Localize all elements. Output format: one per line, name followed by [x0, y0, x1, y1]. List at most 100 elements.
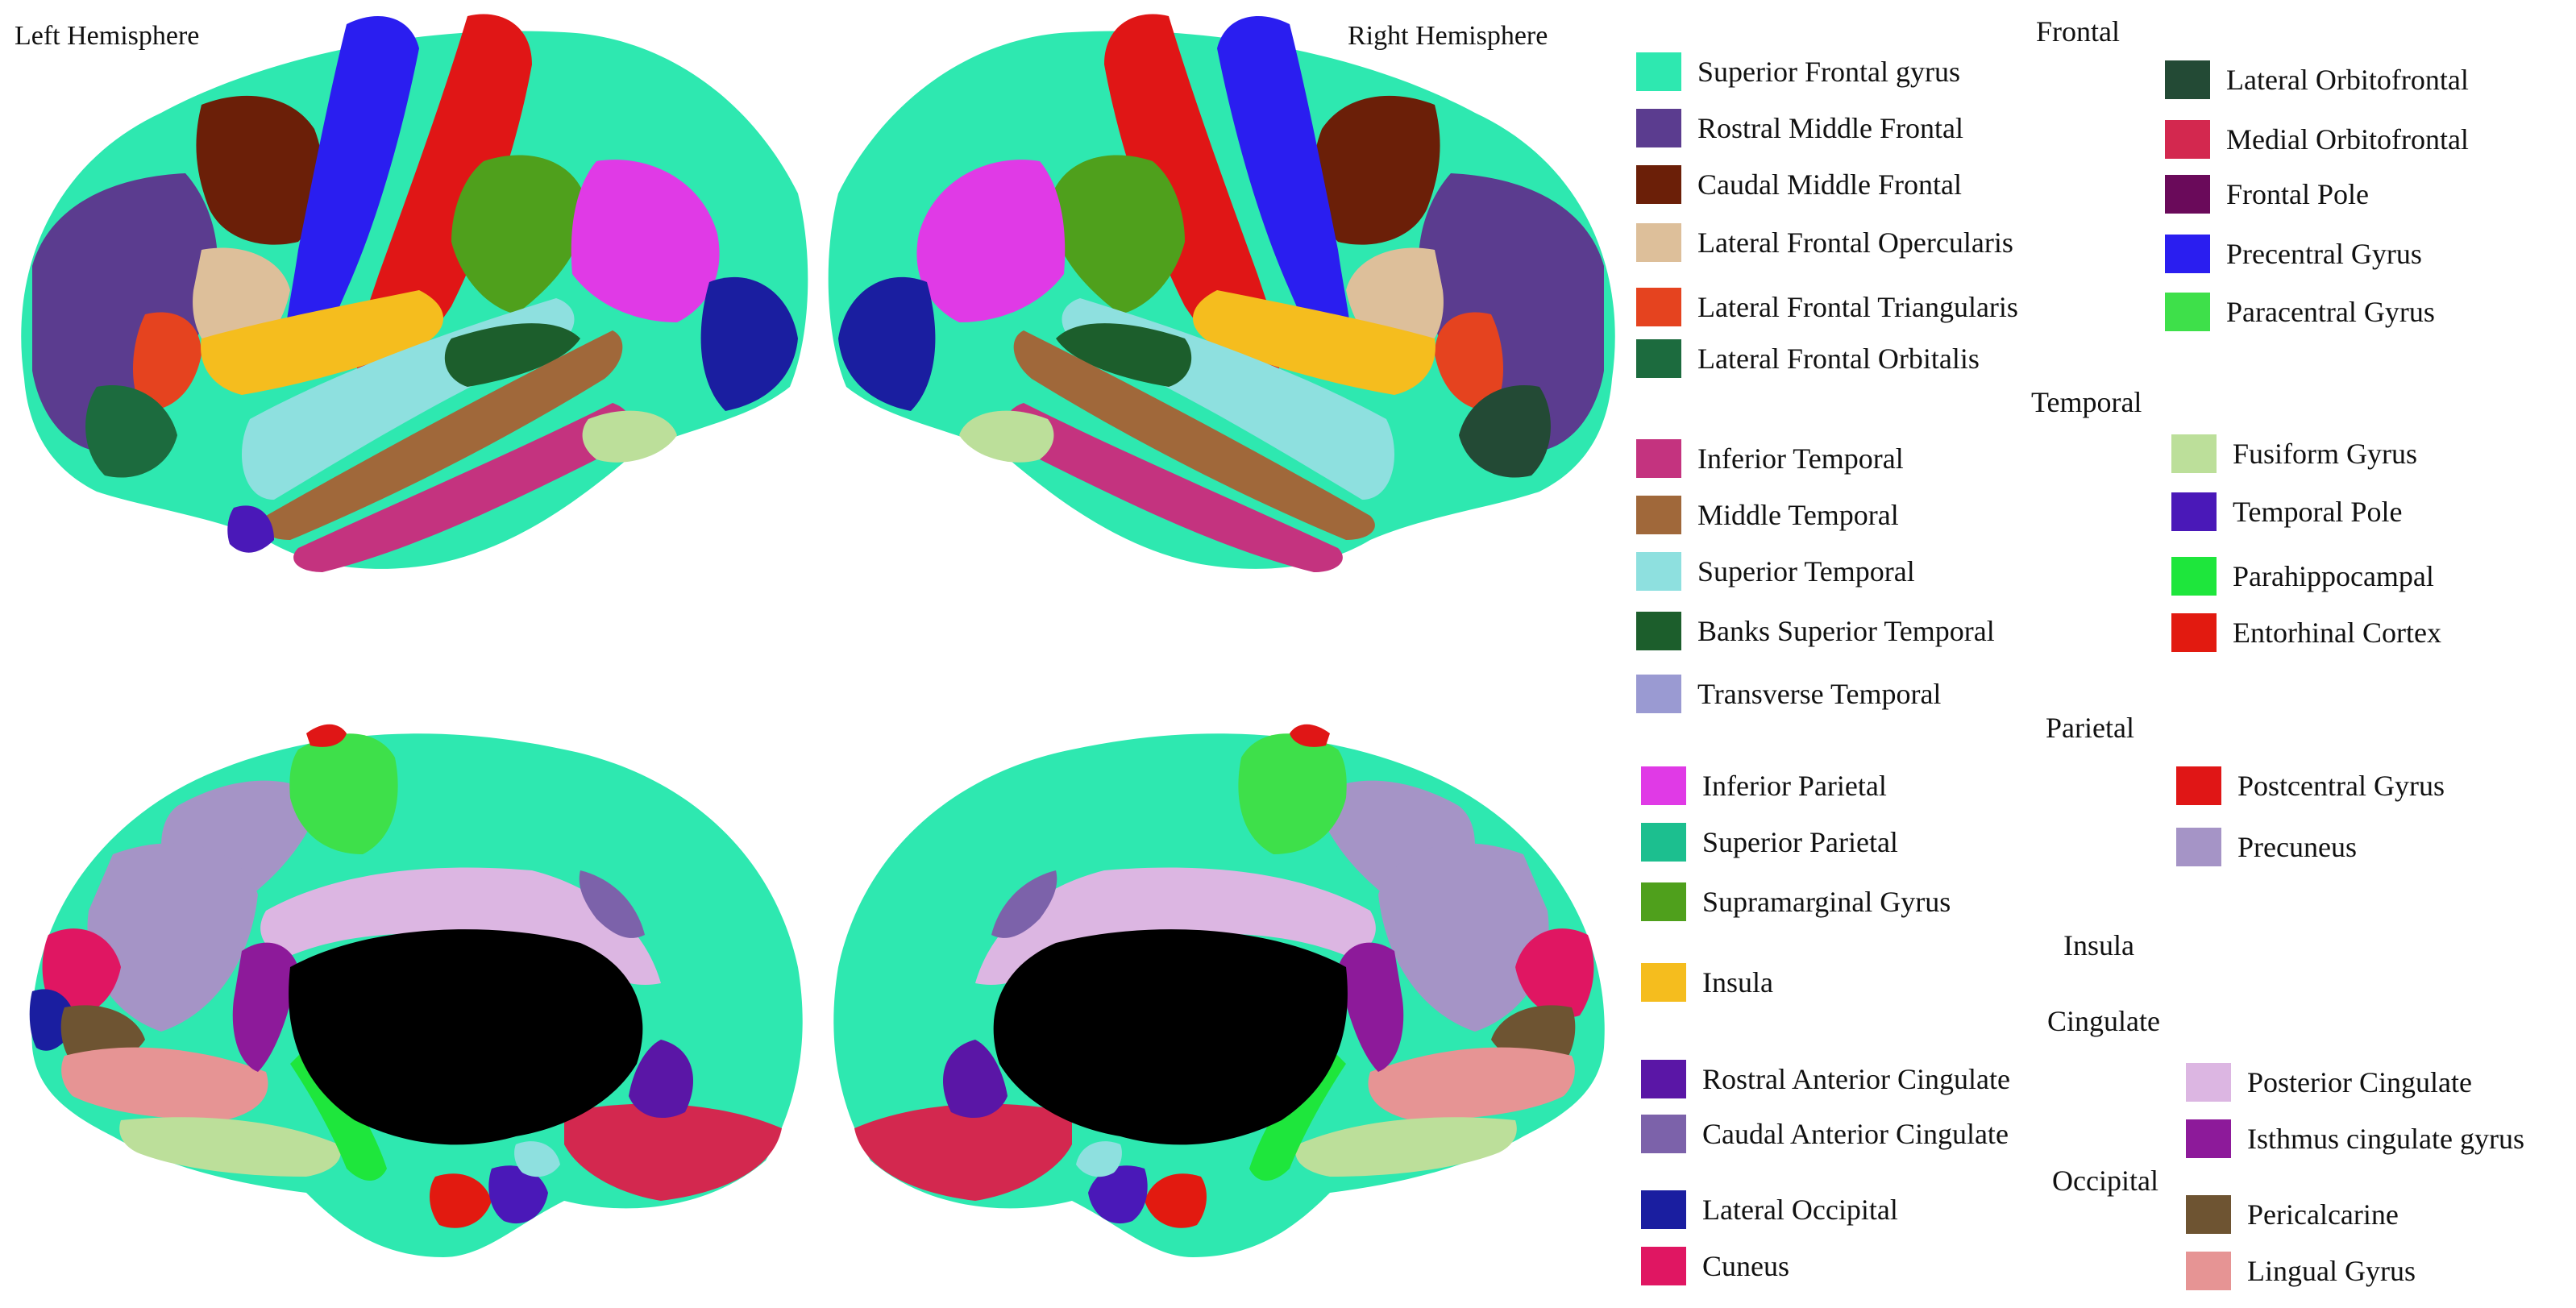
legend-item: Temporal Pole [2171, 492, 2402, 532]
legend-label: Superior Frontal gyrus [1697, 56, 1960, 88]
legend-swatch [2176, 766, 2221, 805]
legend-item: Postcentral Gyrus [2176, 766, 2445, 806]
legend-item: Lingual Gyrus [2186, 1251, 2416, 1291]
legend-swatch [1636, 439, 1681, 478]
group-title-parietal: Parietal [2046, 712, 2134, 744]
legend-item: Rostral Middle Frontal [1636, 108, 1963, 148]
legend-swatch [2171, 557, 2217, 596]
legend-label: Isthmus cingulate gyrus [2247, 1123, 2524, 1155]
legend-item: Frontal Pole [2165, 174, 2369, 214]
legend-swatch [2165, 175, 2210, 214]
legend-swatch [2171, 492, 2217, 531]
legend-swatch [1636, 223, 1681, 262]
legend-item: Lateral Frontal Orbitalis [1636, 338, 1980, 379]
legend-item: Paracentral Gyrus [2165, 292, 2435, 332]
legend-swatch [1641, 1060, 1686, 1098]
legend-item: Pericalcarine [2186, 1194, 2399, 1235]
legend-swatch [1636, 675, 1681, 713]
legend-item: Inferior Temporal [1636, 438, 1904, 479]
legend-label: Supramarginal Gyrus [1702, 886, 1951, 918]
legend-swatch [2171, 613, 2217, 652]
legend-item: Isthmus cingulate gyrus [2186, 1119, 2524, 1159]
legend-item: Lateral Frontal Triangularis [1636, 287, 2018, 327]
legend-item: Superior Temporal [1636, 551, 1915, 592]
legend-swatch [1636, 109, 1681, 147]
legend-label: Lateral Frontal Triangularis [1697, 291, 2018, 323]
legend-swatch [1641, 1190, 1686, 1229]
legend-item: Banks Superior Temporal [1636, 611, 1995, 651]
legend-item: Cuneus [1641, 1246, 1789, 1286]
legend-item: Transverse Temporal [1636, 674, 1941, 714]
legend-item: Superior Frontal gyrus [1636, 52, 1960, 92]
legend-label: Caudal Anterior Cingulate [1702, 1118, 2009, 1150]
legend-label: Paracentral Gyrus [2226, 296, 2435, 328]
group-title-frontal: Frontal [2036, 15, 2120, 48]
legend-label: Lateral Orbitofrontal [2226, 64, 2469, 96]
legend-swatch [1636, 496, 1681, 534]
legend-label: Inferior Temporal [1697, 442, 1904, 475]
legend-swatch [1641, 766, 1686, 805]
legend-item: Posterior Cingulate [2186, 1062, 2472, 1102]
legend-swatch [1641, 1115, 1686, 1153]
legend-label: Superior Parietal [1702, 826, 1898, 858]
legend-item: Caudal Middle Frontal [1636, 164, 1962, 205]
legend-label: Caudal Middle Frontal [1697, 168, 1962, 201]
legend-swatch [1636, 612, 1681, 650]
legend-item: Parahippocampal [2171, 556, 2434, 596]
legend-item: Fusiform Gyrus [2171, 434, 2417, 474]
legend-label: Rostral Middle Frontal [1697, 112, 1963, 144]
legend-label: Medial Orbitofrontal [2226, 123, 2469, 156]
legend-label: Lingual Gyrus [2247, 1255, 2416, 1287]
legend-label: Superior Temporal [1697, 555, 1915, 588]
legend-label: Insula [1702, 966, 1773, 999]
legend-label: Postcentral Gyrus [2237, 770, 2445, 802]
legend-swatch [1641, 882, 1686, 921]
legend-swatch [1641, 963, 1686, 1002]
legend-label: Middle Temporal [1697, 499, 1899, 531]
legend-label: Frontal Pole [2226, 178, 2369, 210]
right-lateral-brain [828, 14, 1615, 572]
legend-swatch [1641, 1247, 1686, 1285]
legend-label: Precuneus [2237, 831, 2357, 863]
legend-swatch [1636, 552, 1681, 591]
group-title-insula: Insula [2063, 929, 2134, 961]
brain-renderings [21, 14, 1615, 1257]
legend-label: Cuneus [1702, 1250, 1789, 1282]
legend-swatch [2165, 235, 2210, 273]
legend-item: Rostral Anterior Cingulate [1641, 1059, 2010, 1099]
legend-swatch [2165, 293, 2210, 331]
group-title-cingulate: Cingulate [2047, 1005, 2160, 1037]
group-title-occipital: Occipital [2052, 1165, 2158, 1197]
legend-label: Pericalcarine [2247, 1198, 2399, 1231]
legend-swatch [2171, 434, 2217, 473]
legend-swatch [2176, 828, 2221, 866]
legend-swatch [2186, 1195, 2231, 1234]
legend-item: Precentral Gyrus [2165, 234, 2422, 274]
legend-label: Lateral Occipital [1702, 1194, 1898, 1226]
legend-item: Medial Orbitofrontal [2165, 119, 2469, 160]
legend-label: Transverse Temporal [1697, 678, 1942, 710]
legend-label: Entorhinal Cortex [2233, 617, 2441, 649]
legend-label: Temporal Pole [2233, 496, 2403, 528]
legend-item: Insula [1641, 962, 1773, 1003]
legend-swatch [2186, 1063, 2231, 1102]
legend-item: Caudal Anterior Cingulate [1641, 1114, 2009, 1154]
legend-label: Parahippocampal [2233, 560, 2434, 592]
legend-item: Lateral Orbitofrontal [2165, 60, 2469, 100]
legend-label: Lateral Frontal Orbitalis [1697, 343, 1980, 375]
legend-swatch [1636, 339, 1681, 378]
legend-item: Precuneus [2176, 827, 2357, 867]
legend-swatch [2165, 120, 2210, 159]
legend-swatch [2186, 1119, 2231, 1158]
legend-swatch [1636, 52, 1681, 91]
legend-swatch [2165, 60, 2210, 99]
legend-swatch [1636, 288, 1681, 326]
legend-item: Lateral Occipital [1641, 1190, 1898, 1230]
legend-item: Superior Parietal [1641, 822, 1898, 862]
legend-swatch [2186, 1252, 2231, 1290]
legend-item: Entorhinal Cortex [2171, 612, 2441, 653]
legend-swatch [1636, 165, 1681, 204]
legend-item: Middle Temporal [1636, 495, 1899, 535]
legend-item: Lateral Frontal Opercularis [1636, 222, 2013, 263]
